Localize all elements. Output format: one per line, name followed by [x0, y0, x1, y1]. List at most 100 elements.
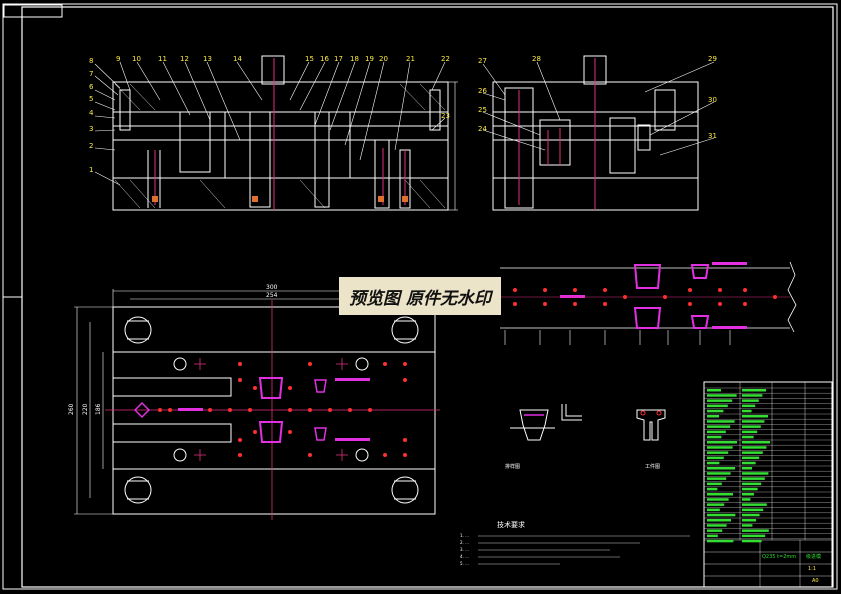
front-view-markers [152, 196, 408, 202]
titleblock-cell-text [707, 498, 729, 501]
part-number: 12 [180, 55, 189, 63]
titleblock-cell-text [742, 477, 765, 480]
part-number: 16 [320, 55, 329, 63]
front-view-part-numbers: 8 7 6 5 4 3 2 1 9 10 11 12 13 14 15 16 1… [89, 55, 450, 174]
titleblock-cell-text [742, 446, 767, 449]
part-number: 20 [379, 55, 388, 63]
titleblock-cell-text [707, 415, 719, 418]
part-number: 31 [708, 132, 717, 140]
front-view-leaders [94, 61, 446, 186]
titleblock-cell-text [707, 394, 737, 397]
titleblock-cell-text [707, 524, 727, 527]
titleblock-cell-text [742, 467, 752, 470]
part-number: 5 [89, 95, 93, 103]
part-number: 26 [478, 87, 487, 95]
titleblock-material: Q235 t=2mm [762, 554, 796, 560]
part-number: 22 [441, 55, 450, 63]
part-number: 23 [441, 112, 450, 120]
titleblock-cell-text [707, 430, 726, 434]
front-view-centerlines [154, 58, 406, 210]
titleblock-cell-text [707, 529, 723, 532]
part-drawing-captions: 排样图 工件图 [505, 463, 660, 470]
titleblock-cell-text [742, 519, 756, 522]
titleblock-cell-text [707, 539, 734, 543]
titleblock-cell-text [742, 409, 752, 413]
watermark-label: 预览图 原件无水印 [339, 277, 501, 315]
part-number: 17 [334, 55, 343, 63]
titleblock-cell-text [742, 430, 758, 434]
titleblock-cell-text [707, 487, 718, 491]
side-view-leaders [482, 61, 715, 156]
titleblock-cell-text [742, 461, 756, 465]
titleblock-cell-text [707, 446, 733, 449]
tech-note: 4. ... [460, 554, 469, 559]
part-number: 14 [233, 55, 242, 63]
titleblock-cell-text [742, 451, 763, 454]
titleblock-cell-text [707, 435, 722, 439]
part-number: 19 [365, 55, 374, 63]
titleblock-cell-text [742, 508, 764, 512]
titleblock-cell-text [742, 404, 756, 408]
part-number: 25 [478, 106, 487, 114]
part-number: 24 [478, 125, 487, 133]
titleblock-cell-text [707, 389, 721, 392]
titleblock-cell-text [742, 394, 763, 397]
dimension-label: 254 [266, 292, 278, 299]
titleblock-cell-text [707, 425, 731, 428]
titleblock-cell-text [707, 409, 724, 413]
tech-notes-title: 技术要求 [497, 520, 525, 529]
strip-layout [500, 261, 797, 345]
tech-note: 2. ... [460, 540, 469, 545]
corner-tag [3, 4, 63, 18]
plan-view-centerlines [105, 300, 440, 520]
titleblock-cell-text [742, 498, 751, 501]
titleblock-cell-text [742, 482, 762, 486]
dimension-label: 186 [95, 403, 102, 415]
titleblock-cell-text [707, 534, 718, 538]
dimension-label: 260 [68, 403, 75, 415]
titleblock-cell-text [707, 456, 724, 460]
titleblock-cell-text [707, 513, 736, 517]
titleblock-cell-text [742, 420, 765, 423]
titleblock-cell-text [707, 493, 733, 496]
plan-view-dimension-lines [74, 289, 436, 515]
titleblock-cell-text [707, 399, 733, 402]
caption-text: 排样图 [505, 463, 520, 470]
part-number: 8 [89, 57, 93, 65]
part-number: 10 [132, 55, 141, 63]
titleblock-cell-text [707, 420, 735, 423]
titleblock-cell-text [742, 539, 762, 543]
part-number: 21 [406, 55, 415, 63]
plan-view-dimension-text: 300 254 260 220 186 [68, 284, 278, 415]
titleblock-cell-text [742, 399, 759, 402]
part-number: 15 [305, 55, 314, 63]
titleblock-cell-text [742, 456, 760, 460]
titleblock-cell-text [707, 519, 731, 522]
part-number: 11 [158, 55, 167, 63]
titleblock-cell-text [707, 472, 731, 475]
part-drawings [510, 404, 666, 441]
titleblock-cell-text [707, 461, 720, 465]
titleblock-cell-text [707, 404, 728, 408]
titleblock-cell-text [707, 477, 727, 480]
titleblock-cell-text [707, 503, 725, 506]
titleblock-title: 级进模 [806, 553, 821, 560]
titleblock-cell-text [707, 508, 720, 512]
part-number: 18 [350, 55, 359, 63]
tech-note: 3. ... [460, 547, 469, 552]
part-number: 4 [89, 109, 94, 117]
part-number: 1 [89, 166, 93, 174]
titleblock-cell-text [742, 529, 769, 532]
tech-note: 5. ... [460, 561, 469, 566]
titleblock-cell-text [742, 513, 760, 517]
part-number: 27 [478, 57, 487, 65]
part-number: 13 [203, 55, 212, 63]
titleblock-cell-text [742, 524, 753, 527]
titleblock-cell-text [742, 415, 768, 418]
part-number: 9 [116, 55, 120, 63]
plan-view-punch-features [133, 377, 370, 443]
caption-text: 工件图 [645, 463, 660, 470]
titleblock-scale: 1:1 [808, 566, 816, 572]
title-block: Q235 t=2mm 级进模 1:1 A0 [703, 381, 833, 588]
